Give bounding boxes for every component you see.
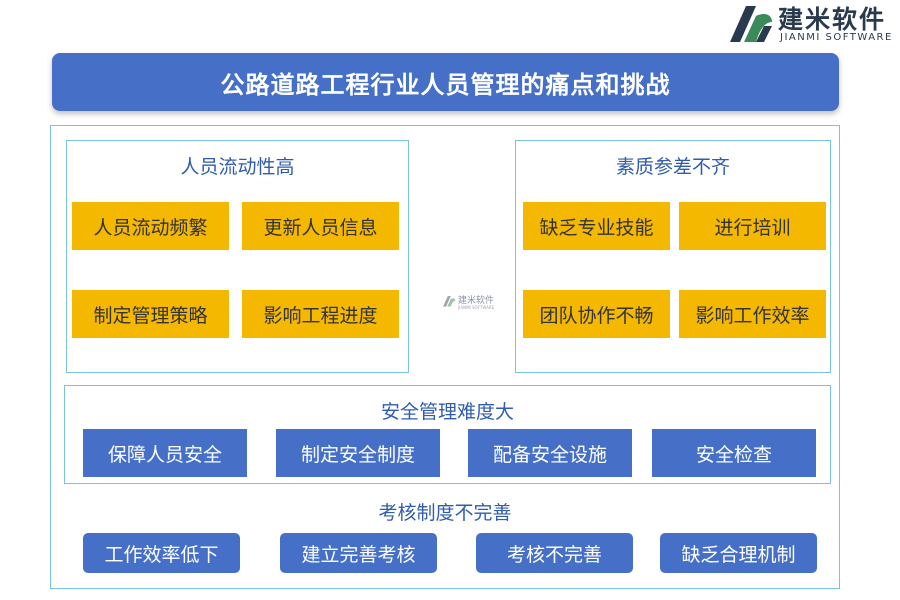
page-title: 公路道路工程行业人员管理的痛点和挑战 — [220, 69, 671, 99]
watermark-text-en: JIANMI SOFTWARE — [458, 305, 495, 310]
title-banner: 公路道路工程行业人员管理的痛点和挑战 — [52, 53, 839, 111]
node-box: 更新人员信息 — [242, 202, 399, 250]
node-box: 进行培训 — [679, 202, 826, 250]
logo-text-cn: 建米软件 — [778, 5, 887, 34]
watermark-text-cn: 建米软件 — [458, 296, 495, 306]
company-logo: 建米软件 JIANMI SOFTWARE — [722, 0, 900, 46]
node-box: 制定安全制度 — [276, 429, 440, 477]
node-box: 影响工程进度 — [242, 290, 399, 338]
node-box: 配备安全设施 — [468, 429, 632, 477]
node-box: 建立完善考核 — [280, 533, 437, 573]
panel-title: 人员流动性高 — [180, 156, 295, 178]
watermark-logo: 建米软件 JIANMI SOFTWARE — [442, 292, 498, 314]
node-box: 制定管理策略 — [72, 290, 229, 338]
node-box: 考核不完善 — [476, 533, 633, 573]
section-title: 考核制度不完善 — [378, 502, 512, 524]
node-box: 缺乏专业技能 — [523, 202, 670, 250]
node-box: 保障人员安全 — [83, 429, 247, 477]
node-box: 影响工作效率 — [679, 290, 826, 338]
node-box: 工作效率低下 — [83, 533, 240, 573]
logo-mark-icon — [730, 6, 772, 42]
logo-text-en: JIANMI SOFTWARE — [780, 32, 893, 43]
panel-title: 素质参差不齐 — [615, 156, 730, 178]
watermark-icon — [443, 296, 456, 307]
node-box: 团队协作不畅 — [523, 290, 670, 338]
node-box: 缺乏合理机制 — [660, 533, 817, 573]
panel-title: 安全管理难度大 — [380, 401, 514, 423]
panel-uneven-quality: 素质参差不齐 — [515, 140, 831, 373]
node-box: 人员流动频繁 — [72, 202, 229, 250]
node-box: 安全检查 — [652, 429, 816, 477]
panel-high-turnover: 人员流动性高 — [66, 140, 409, 373]
diagram-container — [50, 125, 840, 589]
